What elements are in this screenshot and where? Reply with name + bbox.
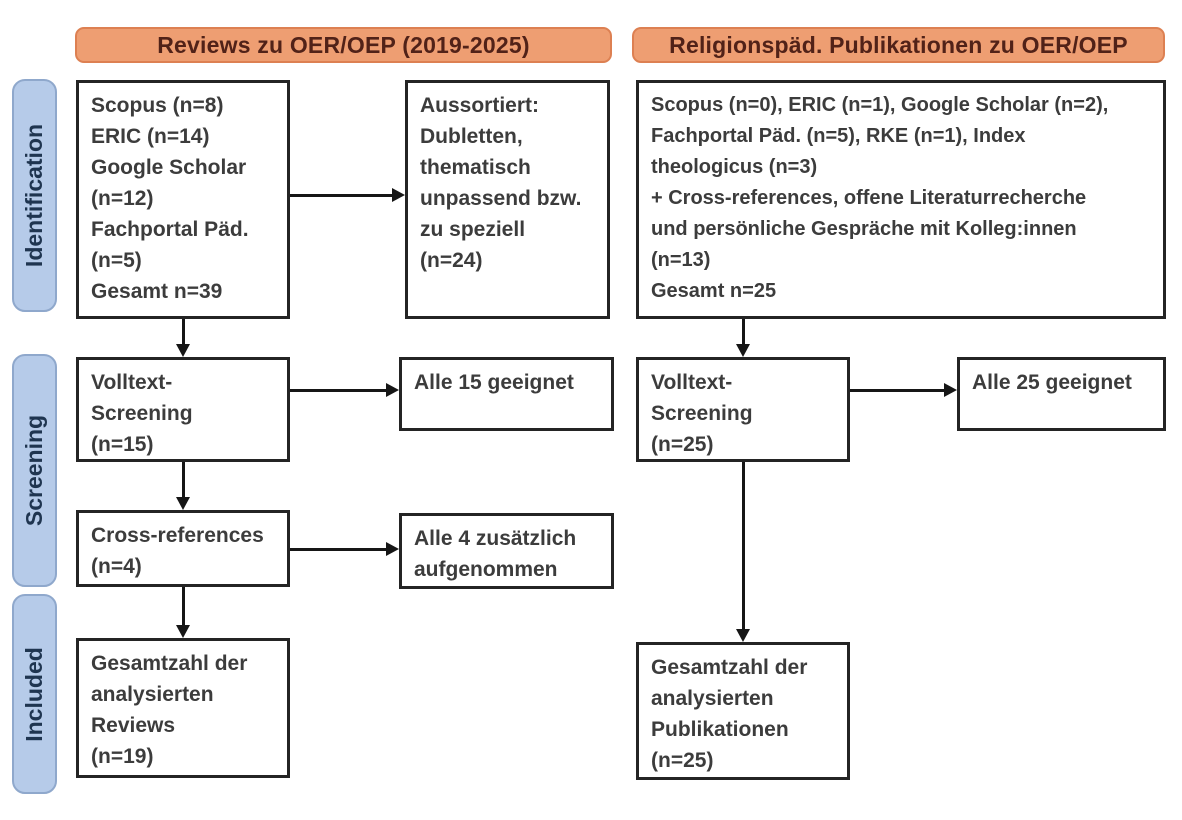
arrow-head-down-icon — [736, 629, 750, 642]
column-header-reviews: Reviews zu OER/OEP (2019-2025) — [75, 27, 612, 63]
arrow-left-fulltext-to-result — [290, 383, 399, 399]
arrow-head-right-icon — [386, 542, 399, 556]
arrow-head-right-icon — [386, 383, 399, 397]
arrow-head-down-icon — [736, 344, 750, 357]
arrow-line — [742, 319, 745, 348]
arrow-head-right-icon — [392, 188, 405, 202]
arrow-line — [182, 462, 185, 501]
box-left-cross-references: Cross-references (n=4) — [76, 510, 290, 587]
box-left-fulltext-result: Alle 15 geeignet — [399, 357, 614, 431]
arrow-left-sources-to-excluded — [290, 188, 405, 204]
box-left-fulltext-screening: Volltext- Screening (n=15) — [76, 357, 290, 462]
arrow-left-crossref-to-result — [290, 542, 399, 558]
arrow-right-sources-to-fulltext — [736, 319, 752, 357]
arrow-line — [182, 587, 185, 629]
box-right-fulltext-screening: Volltext- Screening (n=25) — [636, 357, 850, 462]
stage-label-identification: Identification — [12, 79, 57, 312]
arrow-head-right-icon — [944, 383, 957, 397]
arrow-left-sources-to-fulltext — [176, 319, 192, 357]
column-header-religionspaed: Religionspäd. Publikationen zu OER/OEP — [632, 27, 1165, 63]
box-right-fulltext-result: Alle 25 geeignet — [957, 357, 1166, 431]
box-right-identification-sources: Scopus (n=0), ERIC (n=1), Google Scholar… — [636, 80, 1166, 319]
arrow-right-fulltext-to-result — [850, 383, 957, 399]
box-left-cross-references-result: Alle 4 zusätzlich aufgenommen — [399, 513, 614, 589]
box-left-included-total: Gesamtzahl der analysierten Reviews (n=1… — [76, 638, 290, 778]
arrow-line — [742, 462, 745, 633]
arrow-head-down-icon — [176, 497, 190, 510]
stage-label-screening-text: Screening — [21, 414, 47, 527]
stage-label-included: Included — [12, 594, 57, 794]
arrow-right-fulltext-to-included — [736, 462, 752, 642]
stage-label-screening: Screening — [12, 354, 57, 587]
arrow-head-down-icon — [176, 344, 190, 357]
box-left-excluded: Aussortiert: Dubletten, thematisch unpas… — [405, 80, 610, 319]
arrow-line — [850, 389, 948, 392]
stage-label-identification-text: Identification — [21, 123, 47, 268]
arrow-line — [290, 548, 390, 551]
arrow-head-down-icon — [176, 625, 190, 638]
arrow-line — [290, 389, 390, 392]
box-left-identification-sources: Scopus (n=8) ERIC (n=14) Google Scholar … — [76, 80, 290, 319]
arrow-line — [290, 194, 396, 197]
box-right-included-total: Gesamtzahl der analysierten Publikatione… — [636, 642, 850, 780]
arrow-line — [182, 319, 185, 348]
arrow-left-fulltext-to-crossref — [176, 462, 192, 510]
stage-label-included-text: Included — [21, 646, 47, 742]
arrow-left-crossref-to-included — [176, 587, 192, 638]
